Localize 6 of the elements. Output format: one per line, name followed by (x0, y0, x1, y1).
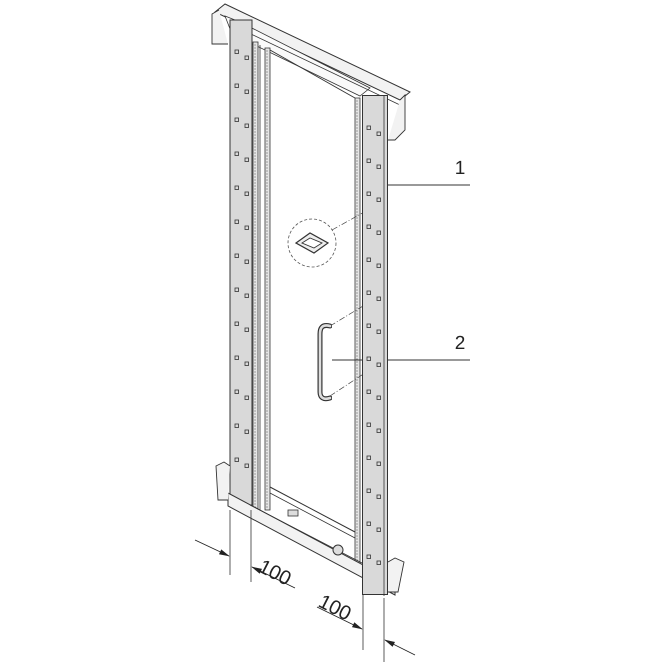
dimension-label: 100 (314, 590, 355, 626)
side-panel (362, 95, 388, 595)
callout-number: 2 (452, 333, 468, 355)
handle-drawing (316, 322, 332, 402)
leader-line (388, 184, 470, 186)
callout-number: 1 (452, 158, 468, 180)
